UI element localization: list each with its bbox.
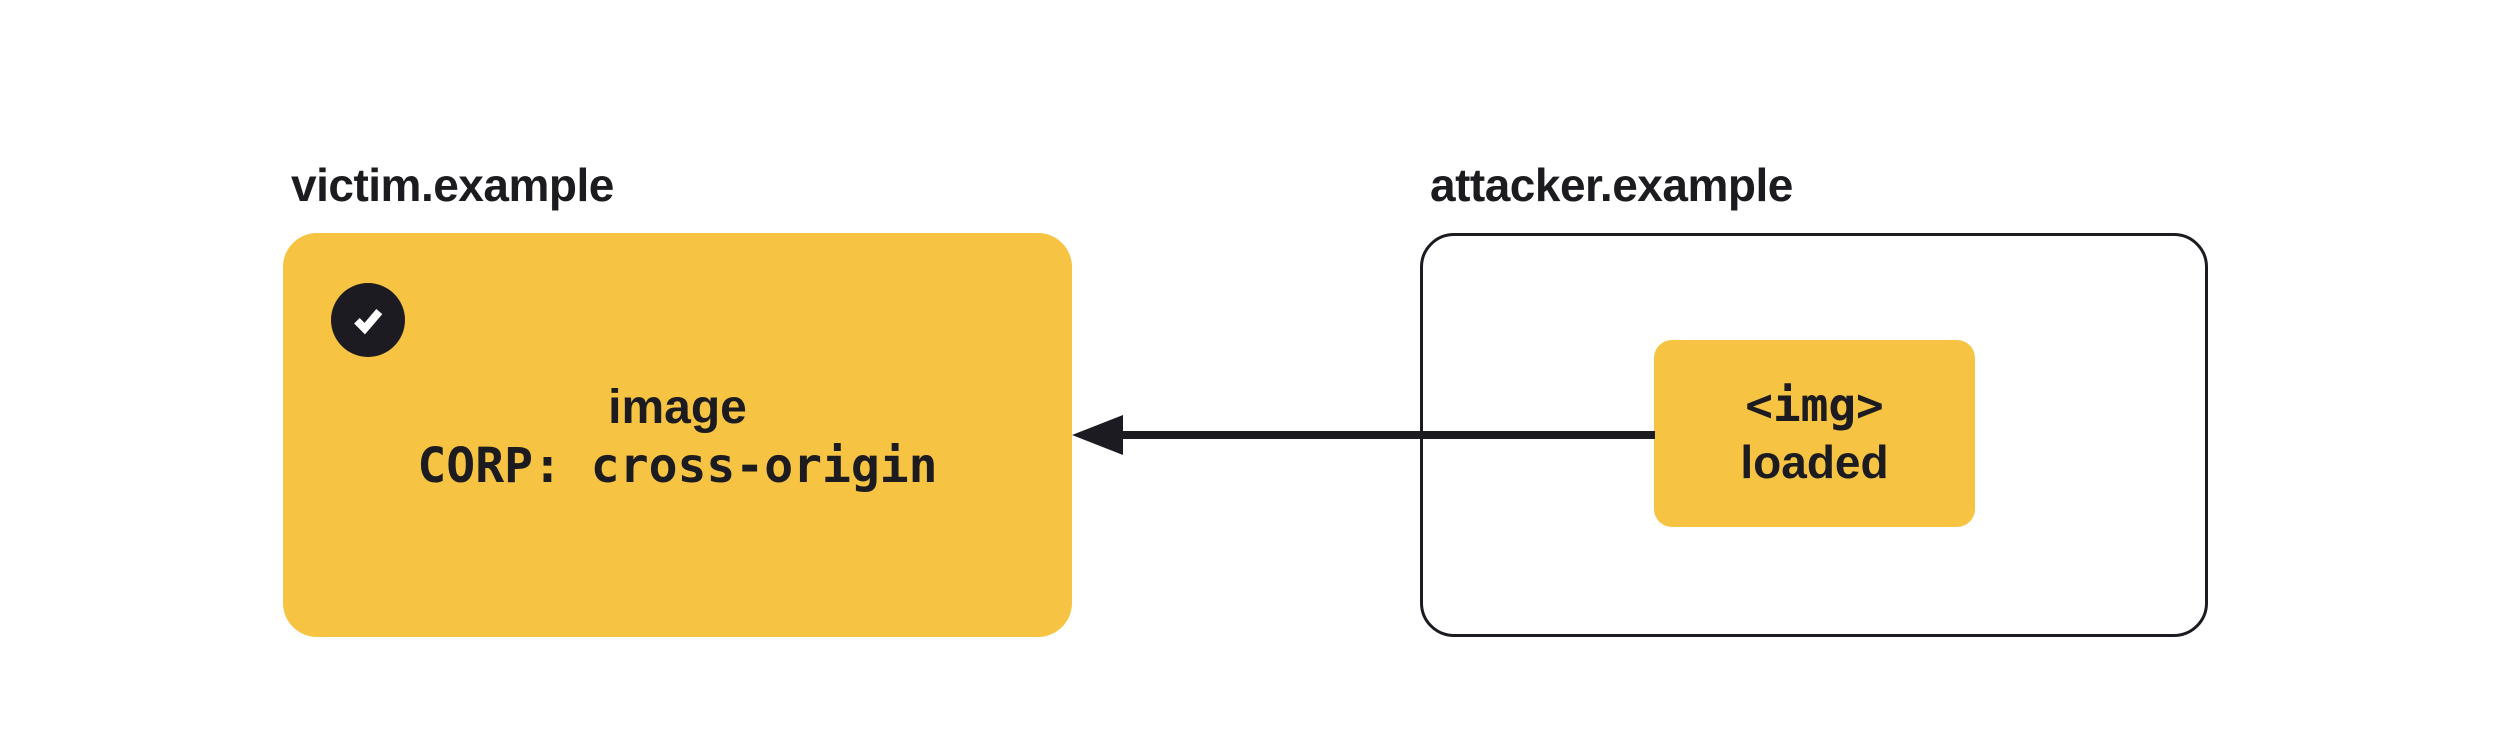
corp-header-label: CORP: cross-origin — [417, 438, 938, 494]
img-loaded-chip: <img> loaded — [1654, 340, 1975, 527]
arrow-left-icon — [1072, 415, 1123, 455]
victim-resource-box: image CORP: cross-origin — [283, 233, 1072, 637]
victim-origin-title: victim.example — [291, 159, 614, 211]
img-tag-label: <img> — [1745, 377, 1884, 432]
attacker-origin-title: attacker.example — [1430, 159, 1793, 211]
victim-resource-text: image CORP: cross-origin — [417, 379, 937, 495]
request-arrow-shaft — [1118, 431, 1655, 439]
checkmark-icon — [331, 283, 405, 357]
loaded-label: loaded — [1740, 435, 1889, 488]
resource-name-label: image — [608, 381, 747, 434]
